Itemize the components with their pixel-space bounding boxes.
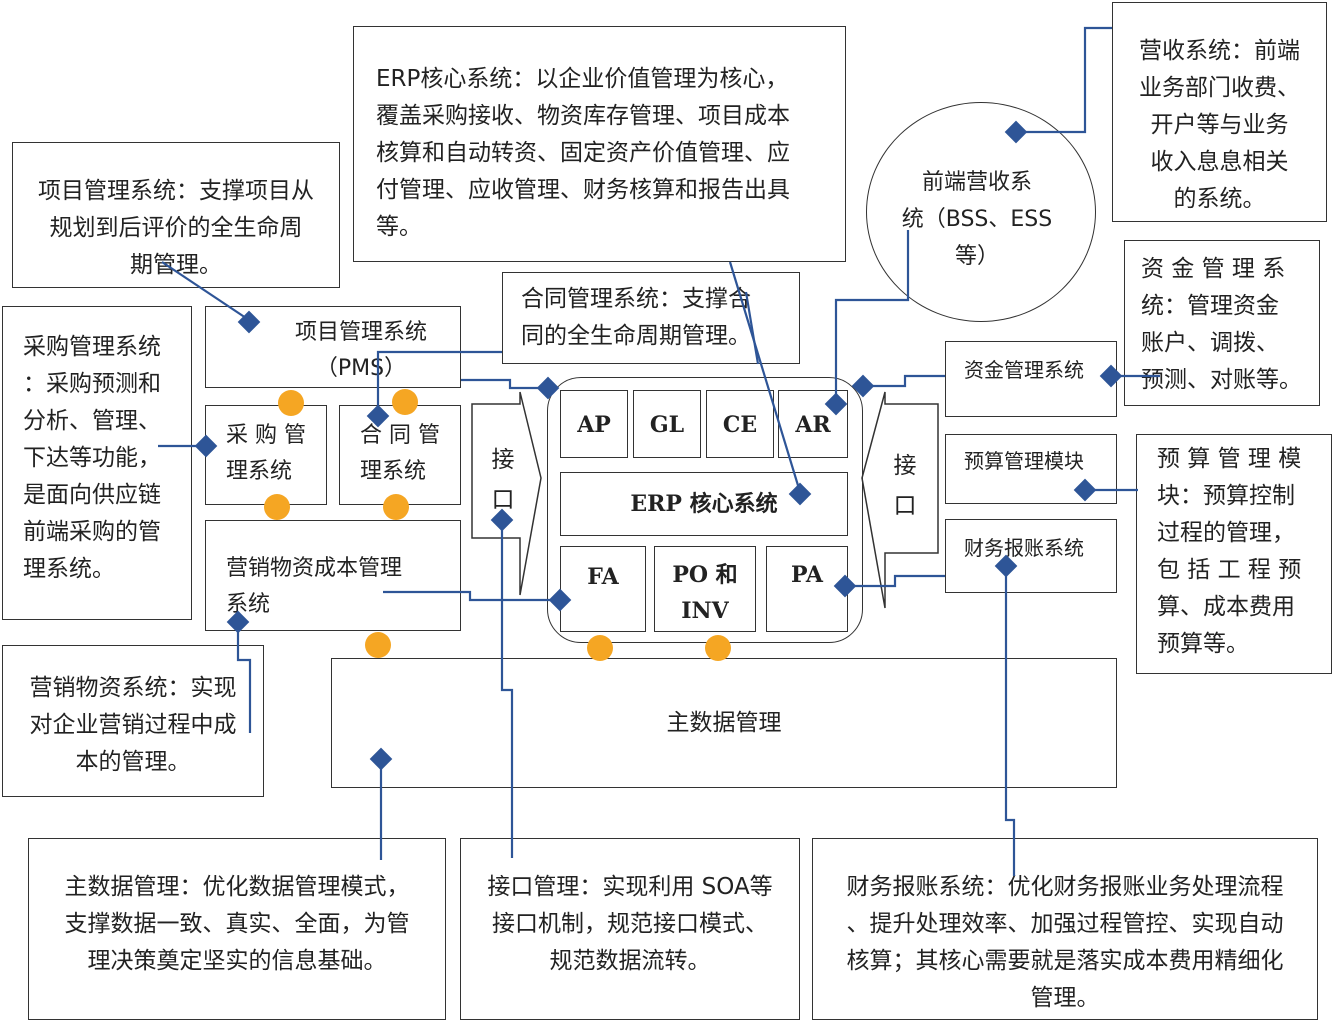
diamond-fa <box>548 588 572 612</box>
diamond-contract <box>366 404 390 428</box>
expense-reimbursement-system: 财务报账系统 <box>945 519 1117 593</box>
dot-6 <box>587 635 613 661</box>
erp-module-po-inv: PO 和 INV <box>654 546 756 632</box>
diamond-expense <box>994 554 1018 578</box>
interface-left-arrow <box>471 391 542 596</box>
diamond-pa <box>833 574 857 598</box>
interface-left-label: 接 口 <box>491 447 515 513</box>
dot-4 <box>383 494 409 520</box>
diamond-master-data <box>369 747 393 771</box>
leader-project-note <box>161 261 250 321</box>
leader-revenue-note <box>1016 26 1112 134</box>
interface-right-arrow <box>861 391 939 609</box>
dot-5 <box>365 632 391 658</box>
dot-3 <box>264 494 290 520</box>
erp-core-note: ERP核心系统：以企业价值管理为核心， 覆盖采购接收、物资库存管理、项目成本 核… <box>353 26 846 262</box>
wire-expense-erp <box>845 574 945 588</box>
frontend-revenue-label: 前端营收系 统（BSS、ESS 等） <box>901 170 1053 269</box>
diamond-erp-core <box>788 482 812 506</box>
budget-module-note: 预 算 管 理 模 块：预算控制 过程的管理， 包 括 工 程 预 算、成本费用… <box>1136 434 1332 674</box>
connector-diamonds <box>194 120 1123 771</box>
master-data-management: 主数据管理 <box>331 658 1117 788</box>
diamond-revenue <box>1004 120 1028 144</box>
wire-fund-erp <box>863 374 945 388</box>
revenue-system-note: 营收系统：前端 业务部门收费、 开户等与业务 收入息息相关 的系统。 <box>1112 2 1327 222</box>
leader-marketing-note <box>236 622 252 733</box>
master-data-note: 主数据管理：优化数据管理模式， 支撑数据一致、真实、全面，为管 理决策奠定坚实的… <box>28 838 446 1020</box>
erp-module-ce: CE <box>706 390 774 458</box>
marketing-material-note: 营销物资系统：实现 对企业营销过程中成 本的管理。 <box>2 645 264 797</box>
dot-7 <box>705 635 731 661</box>
dot-1 <box>278 390 304 416</box>
connector-dots <box>264 389 731 661</box>
erp-core-frame <box>547 377 863 643</box>
diamond-ar <box>824 392 848 416</box>
leader-interface-note <box>500 520 514 858</box>
procurement-note: 采购管理系统 ：采购预测和 分析、管理、 下达等功能， 是面向供应链 前端采购的… <box>2 306 192 620</box>
frontend-revenue-system <box>866 102 1096 322</box>
diamond-budget <box>1073 478 1097 502</box>
wire-contract-pms <box>376 350 502 416</box>
expense-system-note: 财务报账系统：优化财务报账业务处理流程 、提升处理效率、加强过程管控、实现自动 … <box>812 838 1318 1020</box>
diamond-fund-note <box>1099 364 1123 388</box>
interface-right-label: 接 口 <box>893 453 917 519</box>
diamond-fund-erp <box>851 374 875 398</box>
erp-module-ap: AP <box>560 390 628 458</box>
contract-system: 合 同 管 理系统 <box>339 405 461 505</box>
project-management-note: 项目管理系统：支撑项目从 规划到后评价的全生命周 期管理。 <box>12 142 340 288</box>
erp-module-gl: GL <box>633 390 701 458</box>
wire-pms-erp <box>461 378 548 390</box>
marketing-cost-system: 营销物资成本管理 系统 <box>205 520 461 631</box>
fund-management-system: 资金管理系统 <box>945 341 1117 417</box>
diamond-erp-top <box>536 376 560 400</box>
erp-module-ar: AR <box>778 390 848 458</box>
diamond-procurement <box>194 434 218 458</box>
erp-module-fa: FA <box>560 546 646 632</box>
dot-2 <box>392 389 418 415</box>
leader-contract-note <box>744 291 760 365</box>
erp-module-pa: PA <box>766 546 848 632</box>
interface-management-note: 接口管理：实现利用 SOA等 接口机制，规范接口模式、 规范数据流转。 <box>460 838 800 1020</box>
fund-management-note: 资 金 管 理 系 统：管理资金 账户、调拨、 预测、对账等。 <box>1124 240 1320 406</box>
wire-marketing-erp <box>383 590 560 602</box>
procurement-system: 采 购 管 理系统 <box>205 405 327 505</box>
leader-erp-note <box>728 261 802 493</box>
diamond-marketing <box>226 610 250 634</box>
leader-expense-note <box>1004 566 1016 876</box>
leader-frontend-circle <box>834 230 910 404</box>
